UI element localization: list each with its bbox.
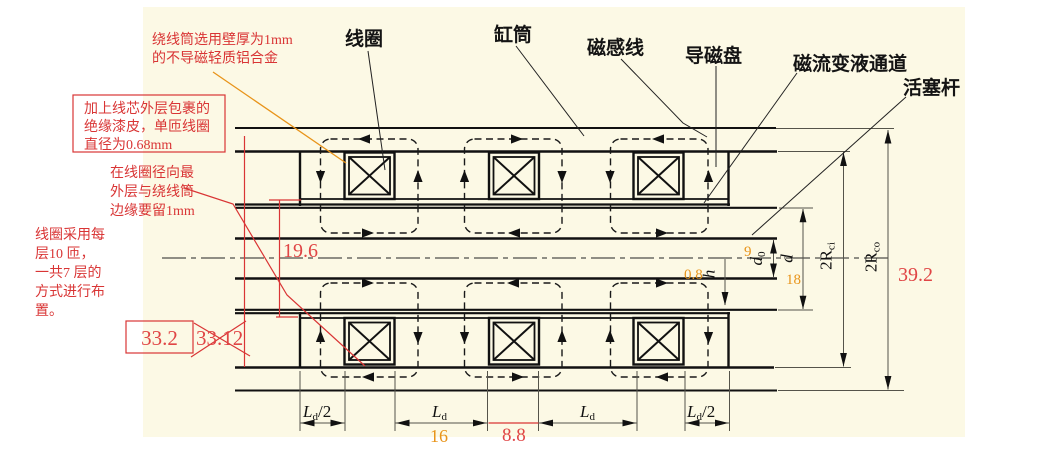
red-annotations xyxy=(72,94,301,367)
ld-half-symbol: Ld/2 xyxy=(302,402,331,423)
bobbin-note-leader xyxy=(212,71,347,164)
wire-note-line: 直径为0.68mm xyxy=(84,136,172,153)
rod-diameter-value: 9 xyxy=(744,244,752,260)
h-symbol: h xyxy=(700,270,719,279)
d0-symbol: d0 xyxy=(747,251,768,266)
boxed-value: 33.2 xyxy=(141,326,178,350)
piston-rod-label: 活塞杆 xyxy=(903,76,960,99)
dimension-lines xyxy=(299,128,904,431)
outer-diameter-value: 39.2 xyxy=(898,264,933,286)
margin-note-line: 在线圈径向最 xyxy=(110,165,194,181)
mr-channel-leader xyxy=(703,72,798,204)
coil-span-value: 19.6 xyxy=(283,240,318,262)
leader-lines xyxy=(183,45,907,367)
cylinder-label: 缸筒 xyxy=(494,23,532,46)
ld-symbol: Ld xyxy=(431,402,447,423)
margin-note-line: 边缘要留1mm xyxy=(110,203,195,219)
layer-note-line: 方式进行布 xyxy=(35,284,105,300)
part-labels: 线圈 缸筒 磁感线 导磁盘 磁流变液通道 活塞杆 xyxy=(345,23,960,99)
red-notes: 绕线筒选用壁厚为1mm 的不导磁轻质铝合金 加上线芯外层包裹的 绝缘漆皮，单匝线… xyxy=(35,31,293,319)
mr-channel-label: 磁流变液通道 xyxy=(793,52,907,75)
margin-note-line: 外层与绕线筒 xyxy=(110,183,194,200)
wire-note-box xyxy=(72,94,226,153)
piston-rod-leader xyxy=(751,96,907,236)
crossout-mark xyxy=(193,322,251,357)
coil-label: 线圈 xyxy=(345,27,383,50)
flux-line-leader xyxy=(620,58,708,138)
wire-note-line: 加上线芯外层包裹的 xyxy=(84,101,210,117)
cylinder-leader xyxy=(515,45,585,137)
layer-note-line: 层10 匝， xyxy=(35,246,95,262)
bobbin-note-line: 的不导磁轻质铝合金 xyxy=(152,51,278,67)
rco-symbol: 2Rco xyxy=(862,241,883,272)
core-diameter-value: 18 xyxy=(786,272,801,288)
flux-line-label: 磁感线 xyxy=(587,36,644,59)
pole-length-value: 16 xyxy=(430,426,448,446)
coil-leader xyxy=(367,50,386,171)
boxed-value-frame xyxy=(125,320,194,354)
crossout-mark xyxy=(190,320,247,358)
layer-note-line: 置。 xyxy=(35,303,63,319)
ld-half-symbol: Ld/2 xyxy=(686,402,715,423)
dimension-values: 19.6 33.2 33.12 39.2 8.8 16 9 18 0.8 d0 … xyxy=(141,240,933,446)
rci-symbol: 2Rci xyxy=(817,242,838,270)
wire-note-line: 绝缘漆皮，单匝线圈 xyxy=(84,119,210,135)
crossed-value: 33.12 xyxy=(196,326,243,350)
gap-value: 0.8 xyxy=(684,267,703,283)
coil-width-value: 8.8 xyxy=(502,425,526,446)
layer-note-line: 线圈采用每 xyxy=(35,227,105,243)
d-symbol: d xyxy=(778,254,797,263)
layer-note-line: 一共7 层的 xyxy=(35,265,102,281)
margin-note-leader xyxy=(183,187,366,367)
ld-symbol: Ld xyxy=(579,402,595,423)
bobbin-note-line: 绕线筒选用壁厚为1mm xyxy=(152,31,293,48)
flux-disk-label: 导磁盘 xyxy=(685,44,742,67)
